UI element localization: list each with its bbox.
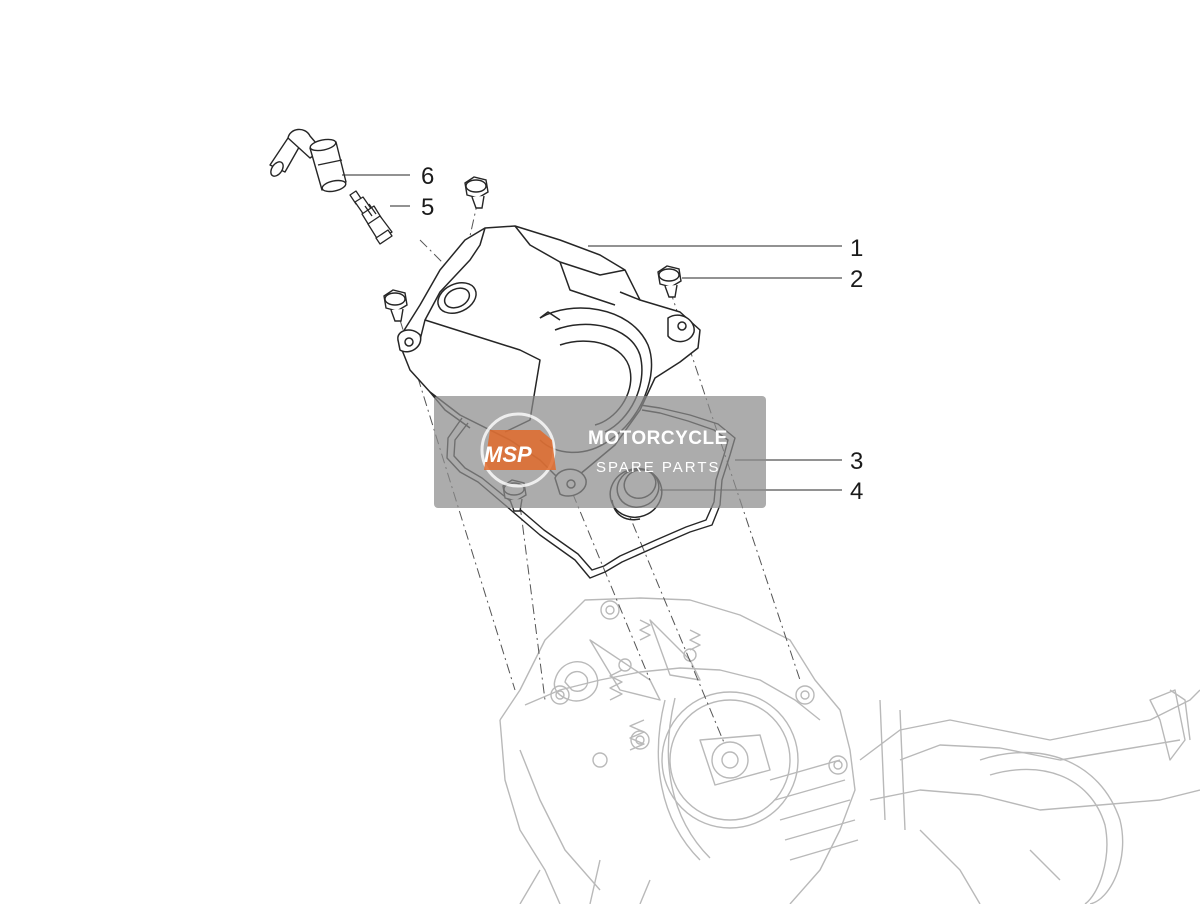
spark-plug[interactable]	[349, 190, 393, 245]
callout-4[interactable]: 4	[850, 478, 863, 505]
watermark-line2: SPARE PARTS	[596, 459, 721, 476]
spark-plug-cap[interactable]	[268, 128, 347, 193]
callout-1[interactable]: 1	[850, 235, 863, 262]
bolt-left[interactable]	[383, 289, 408, 322]
callout-6[interactable]: 6	[421, 163, 434, 190]
engine-cylinder-head	[499, 597, 1200, 904]
watermark: MSP MOTORCYCLE SPARE PARTS	[434, 396, 766, 508]
bolt-top-center[interactable]	[464, 176, 489, 209]
callout-2[interactable]: 2	[850, 266, 863, 293]
watermark-logo: MSP	[480, 412, 556, 488]
callout-labels: 1 2 3 4 5 6	[421, 163, 863, 505]
callout-5[interactable]: 5	[421, 194, 434, 221]
bolt-right[interactable]	[657, 265, 682, 298]
watermark-line1: MOTORCYCLE	[588, 428, 728, 449]
callout-3[interactable]: 3	[850, 448, 863, 475]
watermark-logo-text: MSP	[484, 442, 532, 467]
